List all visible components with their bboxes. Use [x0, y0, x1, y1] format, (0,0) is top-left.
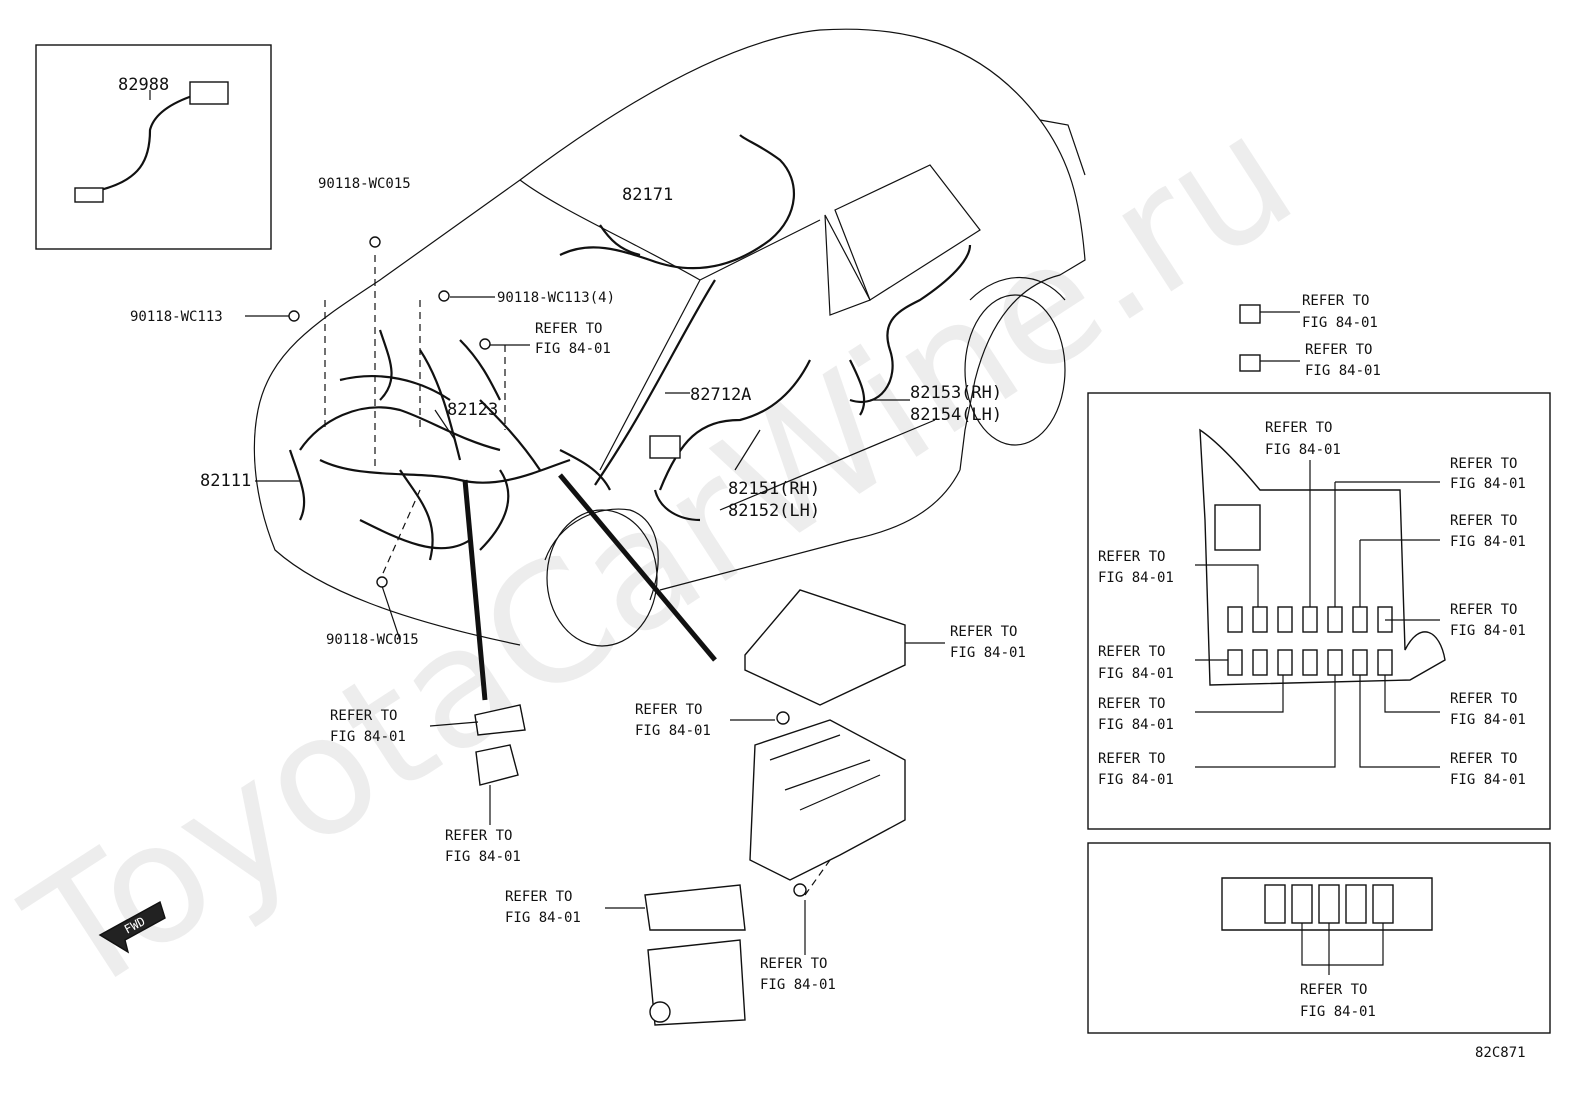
label-bolt-multi: 90118-WC113(4) — [497, 290, 615, 306]
vehicle-body — [253, 28, 1086, 647]
svg-text:REFER TO: REFER TO — [330, 708, 397, 724]
svg-text:REFER TO: REFER TO — [1098, 696, 1165, 712]
svg-text:REFER TO: REFER TO — [505, 889, 572, 905]
refer-15: REFER TO FIG 84-01 — [950, 624, 1026, 661]
svg-text:FIG 84-01: FIG 84-01 — [1450, 476, 1526, 492]
fuse-box — [744, 589, 906, 897]
svg-text:FIG 84-01: FIG 84-01 — [1305, 363, 1381, 379]
refer-2: REFER TO FIG 84-01 — [1302, 293, 1378, 331]
label-82151: 82151(RH) — [728, 479, 820, 499]
svg-text:REFER TO: REFER TO — [1450, 691, 1517, 707]
refer-16: REFER TO FIG 84-01 — [635, 702, 711, 739]
svg-text:REFER TO: REFER TO — [1450, 513, 1517, 529]
junction-box-panel — [1087, 392, 1551, 830]
label-82111: 82111 — [200, 471, 251, 491]
label-82123: 82123 — [447, 400, 498, 420]
refer-7: REFER TO FIG 84-01 — [1098, 549, 1174, 586]
refer-19: REFER TO FIG 84-01 — [505, 889, 581, 926]
svg-text:REFER TO: REFER TO — [1300, 982, 1367, 998]
svg-text:REFER TO: REFER TO — [1450, 602, 1517, 618]
small-fuse-block — [644, 884, 746, 1026]
svg-text:FIG 84-01: FIG 84-01 — [1450, 712, 1526, 728]
svg-text:FIG 84-01: FIG 84-01 — [1098, 570, 1174, 586]
refer-5: REFER TO FIG 84-01 — [1450, 456, 1526, 492]
label-bolt-bottom: 90118-WC015 — [326, 632, 419, 648]
refer-18: REFER TO FIG 84-01 — [445, 828, 521, 865]
relay-bracket — [474, 704, 526, 786]
svg-text:FIG 84-01: FIG 84-01 — [445, 849, 521, 865]
refer-12: REFER TO FIG 84-01 — [1098, 751, 1174, 788]
svg-text:FIG 84-01: FIG 84-01 — [1265, 442, 1341, 458]
pointer-fusebox — [558, 473, 717, 662]
refer-6: REFER TO FIG 84-01 — [1450, 513, 1526, 550]
svg-text:REFER TO: REFER TO — [635, 702, 702, 718]
svg-text:REFER TO: REFER TO — [950, 624, 1017, 640]
svg-text:REFER TO: REFER TO — [1302, 293, 1369, 309]
svg-text:FIG 84-01: FIG 84-01 — [1098, 772, 1174, 788]
svg-text:REFER TO: REFER TO — [760, 956, 827, 972]
label-82171: 82171 — [622, 185, 673, 205]
svg-text:FIG 84-01: FIG 84-01 — [330, 729, 406, 745]
inset-82988 — [35, 44, 272, 250]
svg-text:FIG 84-01: FIG 84-01 — [1098, 666, 1174, 682]
svg-text:REFER TO: REFER TO — [1098, 751, 1165, 767]
label-bolt-top: 90118-WC015 — [318, 176, 411, 192]
svg-text:FIG 84-01: FIG 84-01 — [1450, 772, 1526, 788]
harness-82153 — [849, 244, 972, 416]
label-82153: 82153(RH) — [910, 383, 1002, 403]
svg-text:REFER TO: REFER TO — [1305, 342, 1372, 358]
refer-10: REFER TO FIG 84-01 — [1098, 696, 1174, 733]
refer-callouts: REFER TO FIG 84-01 REFER TO FIG 84-01 REFE… — [330, 293, 1526, 1020]
svg-text:FIG 84-01: FIG 84-01 — [1300, 1004, 1376, 1020]
refer-13: REFER TO FIG 84-01 — [1450, 751, 1526, 788]
refer-14: REFER TO FIG 84-01 — [1300, 982, 1376, 1020]
pointer-relay — [462, 479, 488, 701]
label-82988: 82988 — [118, 75, 169, 95]
fuse-slots — [1227, 606, 1393, 676]
svg-text:FIG 84-01: FIG 84-01 — [1450, 534, 1526, 550]
svg-text:REFER TO: REFER TO — [1265, 420, 1332, 436]
engine-bay-harness — [288, 329, 611, 561]
svg-text:REFER TO: REFER TO — [445, 828, 512, 844]
refer-leaders — [429, 642, 945, 955]
relay-icons — [1239, 304, 1300, 372]
label-82712A: 82712A — [690, 385, 751, 405]
refer-9: REFER TO FIG 84-01 — [1098, 644, 1174, 682]
refer-4: REFER TO FIG 84-01 — [1265, 420, 1341, 458]
svg-text:FIG 84-01: FIG 84-01 — [760, 977, 836, 993]
label-bolt-left: 90118-WC113 — [130, 309, 223, 325]
refer-17: REFER TO FIG 84-01 — [330, 708, 406, 745]
svg-text:FIG 84-01: FIG 84-01 — [1098, 717, 1174, 733]
label-82154: 82154(LH) — [910, 405, 1002, 425]
relay-box-panel — [1087, 842, 1551, 1034]
svg-text:FIG 84-01: FIG 84-01 — [1302, 315, 1378, 331]
svg-text:FIG 84-01: FIG 84-01 — [1450, 623, 1526, 639]
refer-20: REFER TO FIG 84-01 — [760, 956, 836, 993]
svg-text:REFER TO: REFER TO — [1450, 456, 1517, 472]
refer-1: REFER TO FIG 84-01 — [535, 321, 611, 357]
harness-82171 — [559, 134, 796, 486]
svg-text:FIG 84-01: FIG 84-01 — [635, 723, 711, 739]
label-82152: 82152(LH) — [728, 501, 820, 521]
svg-text:REFER TO: REFER TO — [1098, 644, 1165, 660]
refer-8: REFER TO FIG 84-01 — [1450, 602, 1526, 639]
fwd-arrow-icon: FWD — [98, 900, 166, 954]
svg-text:REFER TO: REFER TO — [535, 321, 602, 337]
svg-text:REFER TO: REFER TO — [1450, 751, 1517, 767]
figure-code: 82C871 — [1475, 1045, 1526, 1061]
svg-text:FIG 84-01: FIG 84-01 — [505, 910, 581, 926]
harness-82151 — [649, 359, 811, 522]
refer-3: REFER TO FIG 84-01 — [1305, 342, 1381, 379]
bolt-icon — [288, 236, 491, 588]
refer-11: REFER TO FIG 84-01 — [1450, 691, 1526, 728]
svg-text:FIG 84-01: FIG 84-01 — [950, 645, 1026, 661]
leader-lines — [245, 255, 936, 896]
part-labels: 82988 82171 82123 82111 82712A 82153(RH)… — [118, 75, 1526, 1061]
svg-text:REFER TO: REFER TO — [1098, 549, 1165, 565]
svg-text:FIG 84-01: FIG 84-01 — [535, 341, 611, 357]
